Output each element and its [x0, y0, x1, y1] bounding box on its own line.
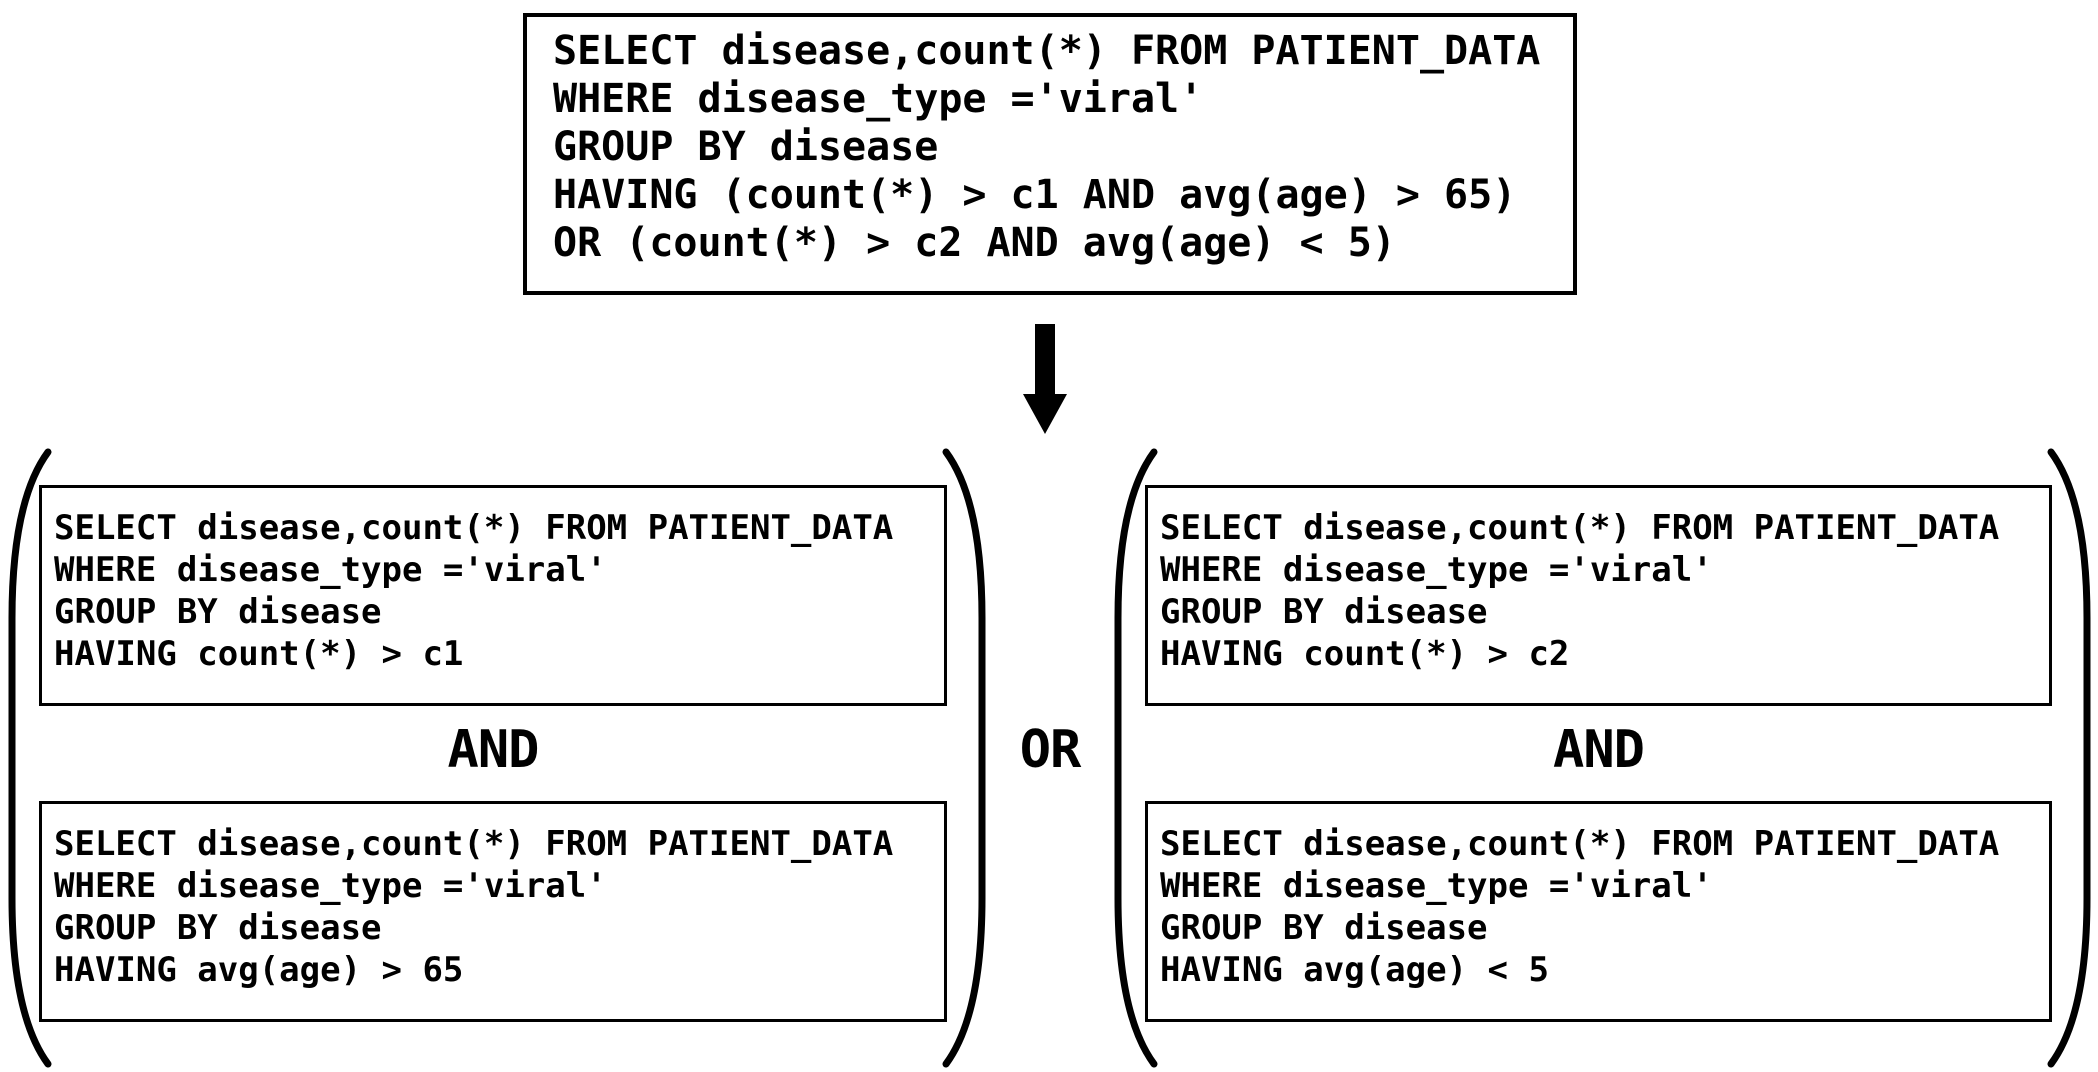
left-bottom-subquery-box: SELECT disease,count(*) FROM PATIENT_DAT…: [39, 801, 947, 1022]
right-group-open-paren-icon: [1111, 448, 1159, 1068]
left-bottom-subquery-sql: SELECT disease,count(*) FROM PATIENT_DAT…: [54, 824, 894, 990]
right-group-close-paren-icon: [2046, 448, 2094, 1068]
down-arrow-icon: [1023, 324, 1067, 434]
right-bottom-subquery-sql: SELECT disease,count(*) FROM PATIENT_DAT…: [1160, 824, 2000, 990]
left-and-operator-label: AND: [447, 720, 540, 780]
or-operator-label: OR: [1019, 720, 1082, 780]
right-and-operator-label: AND: [1553, 720, 1645, 780]
original-query-box: SELECT disease,count(*) FROM PATIENT_DAT…: [523, 13, 1577, 295]
right-top-subquery-box: SELECT disease,count(*) FROM PATIENT_DAT…: [1145, 485, 2052, 706]
left-top-subquery-box: SELECT disease,count(*) FROM PATIENT_DAT…: [39, 485, 947, 706]
right-bottom-subquery-box: SELECT disease,count(*) FROM PATIENT_DAT…: [1145, 801, 2052, 1022]
left-group-close-paren-icon: [941, 448, 989, 1068]
left-top-subquery-sql: SELECT disease,count(*) FROM PATIENT_DAT…: [54, 508, 894, 674]
original-query-sql: SELECT disease,count(*) FROM PATIENT_DAT…: [553, 28, 1541, 266]
left-group-open-paren-icon: [5, 448, 53, 1068]
right-top-subquery-sql: SELECT disease,count(*) FROM PATIENT_DAT…: [1160, 508, 2000, 674]
